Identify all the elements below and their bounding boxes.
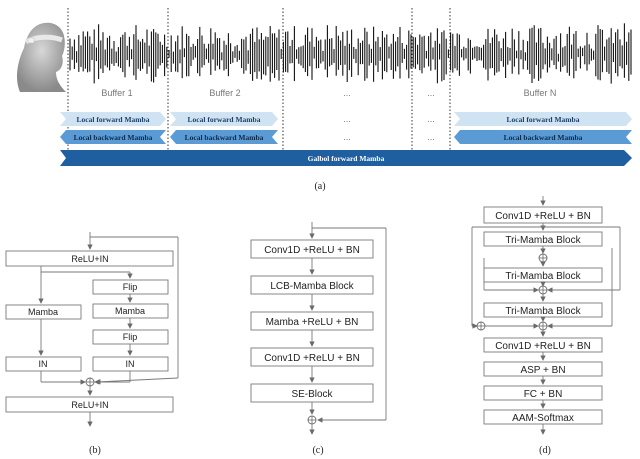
local-backward-label: ...: [427, 132, 435, 142]
flip-bottom-label: Flip: [123, 332, 138, 342]
buffer-label: Buffer 1: [101, 88, 132, 98]
relu-in-top-label: ReLU+IN: [71, 254, 108, 264]
local-backward-band: [60, 130, 166, 144]
caption-a: (a): [314, 181, 325, 192]
local-forward-label: Local forward Mamba: [188, 115, 261, 124]
flip-top-box: [92, 279, 169, 295]
global-forward-band: [60, 150, 632, 166]
relu-in-bottom-box: [5, 396, 174, 413]
in-left-box: [5, 356, 82, 372]
caption-b: (b): [89, 445, 101, 456]
eeg-waveform: [69, 23, 632, 84]
asp-bn-label: ASP + BN: [520, 365, 565, 376]
relu-in-top-box: [5, 250, 174, 267]
conv1d-relu-bn-label: Conv1D +ReLU + BN: [264, 353, 360, 364]
local-backward-band: [454, 130, 632, 144]
mamba-relu-bn-label: Mamba +ReLU + BN: [266, 317, 359, 328]
se-block-label: SE-Block: [291, 389, 333, 400]
sum-node: [307, 415, 317, 425]
caption-d: (d): [539, 445, 551, 456]
buffer-label: Buffer N: [524, 88, 557, 98]
tri-mamba-block-label: Tri-Mamba Block: [505, 271, 581, 282]
buffer-label: Buffer 2: [209, 88, 240, 98]
buffer-label: ...: [343, 88, 351, 98]
in-right-label: IN: [126, 359, 135, 369]
conv1d-relu-bn-label: Conv1D +ReLU + BN: [264, 245, 360, 256]
head-eeg-illustration: [17, 22, 66, 92]
relu-in-bottom-label: ReLU+IN: [71, 400, 108, 410]
sum-node: [538, 253, 548, 263]
local-forward-band: [60, 112, 166, 126]
sum-node: [85, 377, 95, 387]
in-right-box: [92, 356, 169, 372]
local-backward-label: Local backward Mamba: [74, 133, 153, 142]
local-forward-label: Local forward Mamba: [507, 115, 580, 124]
fc-bn-label: FC + BN: [524, 389, 563, 400]
mamba-left-label: Mamba: [28, 307, 58, 317]
panel-c: Conv1D +ReLU + BN LCB-Mamba Block Mamba …: [250, 222, 387, 456]
local-forward-label: ...: [427, 114, 435, 124]
local-backward-label: Local backward Mamba: [504, 133, 583, 142]
local-backward-band: [170, 130, 278, 144]
local-forward-label: ...: [343, 114, 351, 124]
panel-d: Conv1D +ReLU + BN Tri-Mamba Block Tri-Ma…: [471, 196, 621, 456]
caption-c: (c): [312, 445, 323, 456]
local-backward-label: ...: [343, 132, 351, 142]
local-forward-label: Local forward Mamba: [77, 115, 150, 124]
tri-mamba-block-label: Tri-Mamba Block: [505, 235, 581, 246]
conv1d-relu-bn-label: Conv1D +ReLU + BN: [495, 341, 591, 352]
conv1d-relu-bn-label: Conv1D +ReLU + BN: [495, 211, 591, 222]
local-backward-label: Local backward Mamba: [185, 133, 264, 142]
global-forward-label: Galbol forward Mamba: [308, 154, 385, 163]
flip-top-label: Flip: [123, 282, 138, 292]
sum-node: [476, 321, 486, 331]
aam-softmax-label: AAM-Softmax: [512, 413, 574, 424]
tri-mamba-block-label: Tri-Mamba Block: [505, 306, 581, 317]
local-forward-band: [454, 112, 632, 126]
mamba-right-box: [92, 303, 169, 319]
local-forward-band: [170, 112, 278, 126]
mamba-right-label: Mamba: [115, 306, 145, 316]
mamba-left-box: [5, 304, 82, 320]
panel-a: Buffer 1 Buffer 2 ... ... Buffer N Local…: [17, 8, 632, 192]
flip-bottom-box: [92, 329, 169, 345]
sum-node: [538, 321, 548, 331]
in-left-label: IN: [39, 359, 48, 369]
buffer-label: ...: [427, 88, 435, 98]
sum-node: [538, 285, 548, 295]
lcb-mamba-block-label: LCB-Mamba Block: [270, 281, 354, 292]
panel-b: ReLU+IN Flip Mamba Mamba Flip IN IN ReL: [5, 232, 179, 456]
